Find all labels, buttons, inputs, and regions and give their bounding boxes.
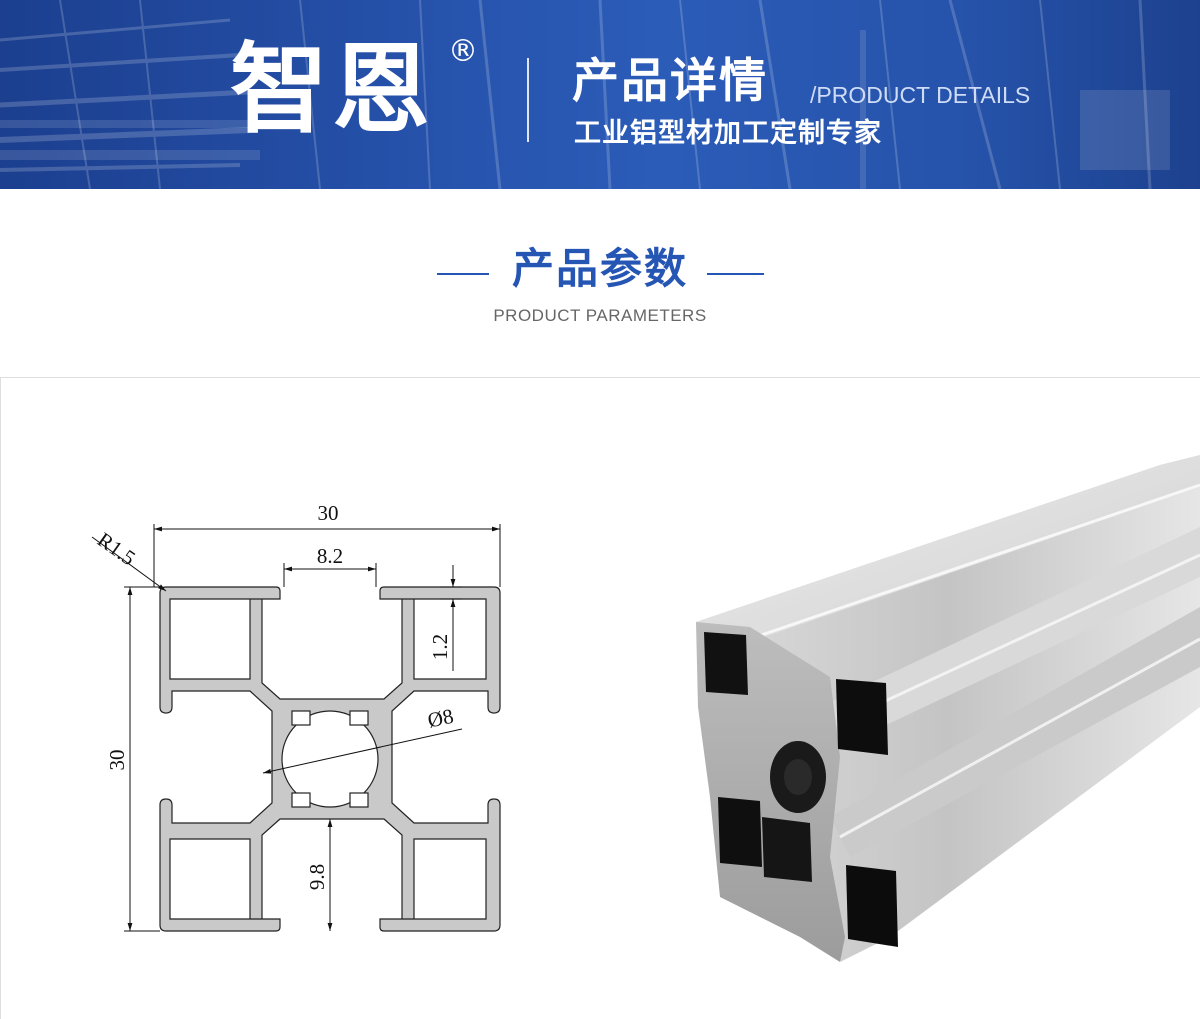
pocket-bottom-right — [846, 865, 898, 947]
banner-title: 产品详情 — [572, 54, 768, 109]
banner-divider — [527, 58, 529, 142]
dimension-depth-label: 9.8 — [305, 864, 329, 890]
banner-title-english: /PRODUCT DETAILS — [810, 82, 1031, 108]
dimension-bore — [262, 728, 463, 774]
dimension-slot-label: 8.2 — [317, 544, 343, 568]
heading-right-rule — [707, 273, 764, 275]
section-subtitle: PRODUCT PARAMETERS — [493, 306, 707, 325]
dimension-radius — [91, 536, 167, 592]
pocket-bottom-left — [718, 797, 762, 867]
profile-cross-section-drawing: 30 8.2 R1.5 1.2 Ø8 30 9.8 — [91, 501, 501, 932]
banner-background-image — [0, 0, 1170, 189]
dimension-slot — [283, 563, 377, 587]
center-bore — [281, 710, 379, 808]
dimension-height — [124, 586, 160, 932]
brand-logo-text: 智恩 — [230, 33, 435, 147]
section-title: 产品参数 — [511, 244, 688, 293]
dimension-height-label: 30 — [105, 750, 129, 771]
aluminum-profile-photo — [696, 455, 1200, 962]
heading-left-rule — [437, 273, 489, 275]
dimension-width-label: 30 — [318, 501, 339, 525]
banner-subtitle: 工业铝型材加工定制专家 — [574, 118, 882, 149]
dimension-radius-label: R1.5 — [93, 527, 140, 570]
pocket-top-right — [836, 679, 888, 755]
dimension-bore-label: Ø8 — [425, 704, 455, 733]
dimension-wall — [440, 565, 462, 671]
dimension-width — [153, 524, 501, 587]
header-banner: 智恩 ® 产品详情 /PRODUCT DETAILS 工业铝型材加工定制专家 — [0, 0, 1200, 189]
registered-trademark-mark: ® — [448, 34, 478, 69]
pocket-bottom-mid — [762, 817, 812, 882]
pocket-top-left — [704, 632, 748, 695]
dimension-wall-label: 1.2 — [428, 634, 452, 660]
